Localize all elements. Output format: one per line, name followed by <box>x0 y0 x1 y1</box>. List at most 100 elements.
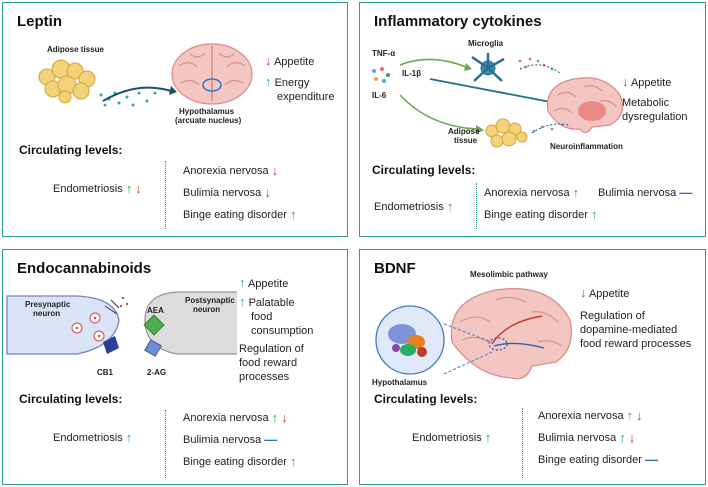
adipose-tissue-icon <box>38 59 96 104</box>
circulating-levels-label: Circulating levels: <box>374 392 478 406</box>
panel-title: Endocannabinoids <box>17 260 152 277</box>
endometriosis-label: Endometriosis <box>374 200 444 213</box>
up-arrow-icon: ↑ <box>265 74 272 89</box>
panel-title: Inflammatory cytokines <box>374 13 542 30</box>
binge-row: Binge eating disorder — <box>538 452 658 467</box>
up-arrow-icon: ↑ <box>125 181 133 196</box>
down-arrow-icon: ↓ <box>622 74 629 89</box>
effect-appetite: Appetite <box>273 56 315 68</box>
hypothalamus-label: Hypothalamus <box>179 107 235 116</box>
endometriosis-row: Endometriosis ↑↓ <box>53 181 142 196</box>
aea-label: AEA <box>147 306 164 315</box>
brain-icon <box>171 43 253 105</box>
leptin-panel: Leptin Adipose tissue Hypothalamus (arcu… <box>2 2 348 237</box>
microglia-icon <box>471 53 505 82</box>
down-arrow-icon: ↓ <box>271 163 279 178</box>
anorexia-row: Anorexia nervosa ↑↓ <box>538 408 643 423</box>
no-change-icon: — <box>264 432 278 447</box>
up-arrow-icon: ↑ <box>289 207 297 222</box>
adipose-tissue-label: Adipose tissue <box>47 45 104 54</box>
effect-processes: processes <box>239 371 290 383</box>
circulating-levels-label: Circulating levels: <box>19 143 123 157</box>
leptin-effects: ↓ Appetite ↑ Energy expenditure <box>265 54 335 104</box>
down-arrow-icon: ↓ <box>135 181 142 196</box>
binge-label: Binge eating disorder <box>538 453 642 466</box>
endocannabinoids-panel: Endocannabinoids Presynaptic neuron Post… <box>2 249 348 485</box>
hypothalamus-label: Hypothalamus <box>372 378 428 387</box>
effect-appetite: Appetite <box>588 288 630 300</box>
down-arrow-icon: ↓ <box>265 53 272 68</box>
binge-label: Binge eating disorder <box>183 455 287 468</box>
effect-food-reward: food reward processes <box>580 338 692 350</box>
effect-appetite: Appetite <box>247 278 289 290</box>
binge-row: Binge eating disorder ↑ <box>484 207 597 222</box>
endometriosis-label: Endometriosis <box>53 431 123 444</box>
circulating-levels-label: Circulating levels: <box>19 392 123 406</box>
up-arrow-icon: ↑ <box>626 408 634 423</box>
endocannabinoid-effects: ↑ Appetite ↑ Palatable food consumption … <box>239 276 313 384</box>
effect-regulation: Regulation of <box>580 310 645 322</box>
divider <box>165 410 166 478</box>
endometriosis-label: Endometriosis <box>412 431 482 444</box>
bulimia-label: Bulimia nervosa <box>183 186 262 199</box>
effect-palatable: Palatable <box>248 297 295 309</box>
adipose-tissue-icon <box>485 118 528 148</box>
endometriosis-row: Endometriosis ↑ <box>374 199 453 214</box>
effect-energy: Energy <box>274 77 310 89</box>
postsynaptic-label: Postsynaptic <box>185 296 235 305</box>
bulimia-row: Bulimia nervosa ↓ <box>183 185 271 200</box>
presynaptic-label: neuron <box>33 309 61 318</box>
up-arrow-icon: ↑ <box>572 185 580 200</box>
up-arrow-icon: ↑ <box>289 454 297 469</box>
anorexia-label: Anorexia nervosa <box>538 409 624 422</box>
anorexia-label: Anorexia nervosa <box>484 186 570 199</box>
tnf-label: TNF-α <box>372 49 396 58</box>
down-arrow-icon: ↓ <box>281 410 288 425</box>
up-arrow-icon: ↑ <box>446 199 454 214</box>
bulimia-label: Bulimia nervosa <box>183 433 262 446</box>
effect-expenditure: expenditure <box>277 91 335 103</box>
bulimia-row: Bulimia nervosa — <box>598 185 692 200</box>
microglia-label: Microglia <box>468 39 504 48</box>
brain-icon <box>546 77 623 134</box>
effect-regulation: Regulation of <box>239 343 304 355</box>
neuroinflammation-label: Neuroinflammation <box>550 142 623 151</box>
no-change-icon: — <box>679 185 693 200</box>
zoom-connector <box>443 323 493 375</box>
bdnf-panel: BDNF Mesolimbic pathway Hypothalamus ↓ A… <box>359 249 706 485</box>
anorexia-row: Anorexia nervosa ↑↓ <box>183 410 288 425</box>
hypothalamus-sublabel: (arcuate nucleus) <box>175 116 242 125</box>
effect-food-reward: food reward <box>239 357 298 369</box>
bulimia-label: Bulimia nervosa <box>598 186 677 199</box>
effect-appetite: Appetite <box>630 77 672 89</box>
up-arrow-icon: ↑ <box>239 294 246 309</box>
effect-dysregulation: dysregulation <box>622 111 688 123</box>
postsynaptic-label: neuron <box>193 305 221 314</box>
binge-label: Binge eating disorder <box>484 208 588 221</box>
cytokine-release-dots <box>518 57 561 74</box>
endometriosis-label: Endometriosis <box>53 182 123 195</box>
anorexia-label: Anorexia nervosa <box>183 164 269 177</box>
up-arrow-icon: ↑ <box>239 275 246 290</box>
mesolimbic-label: Mesolimbic pathway <box>470 270 548 279</box>
panel-title: Leptin <box>17 13 62 30</box>
synapse-icon <box>6 291 237 357</box>
effect-consumption: consumption <box>251 325 314 337</box>
binge-row: Binge eating disorder ↑ <box>183 207 296 222</box>
bdnf-effects: ↓ Appetite Regulation of dopamine-mediat… <box>580 286 691 351</box>
up-arrow-icon: ↑ <box>271 410 279 425</box>
anorexia-row: Anorexia nervosa ↓ <box>183 163 278 178</box>
divider <box>522 408 523 478</box>
no-change-icon: — <box>644 452 658 467</box>
il6-label: IL-6 <box>372 91 387 100</box>
adipose-release-dots <box>531 123 569 134</box>
down-arrow-icon: ↓ <box>636 408 643 423</box>
binge-label: Binge eating disorder <box>183 208 287 221</box>
effect-dopamine: dopamine-mediated <box>580 324 678 336</box>
down-arrow-icon: ↓ <box>628 430 636 445</box>
anorexia-row: Anorexia nervosa ↑ <box>484 185 579 200</box>
up-arrow-icon: ↑ <box>590 207 598 222</box>
cytokine-dots-icon <box>372 67 390 83</box>
panel-title: BDNF <box>374 260 416 277</box>
binge-row: Binge eating disorder ↑ <box>183 454 296 469</box>
